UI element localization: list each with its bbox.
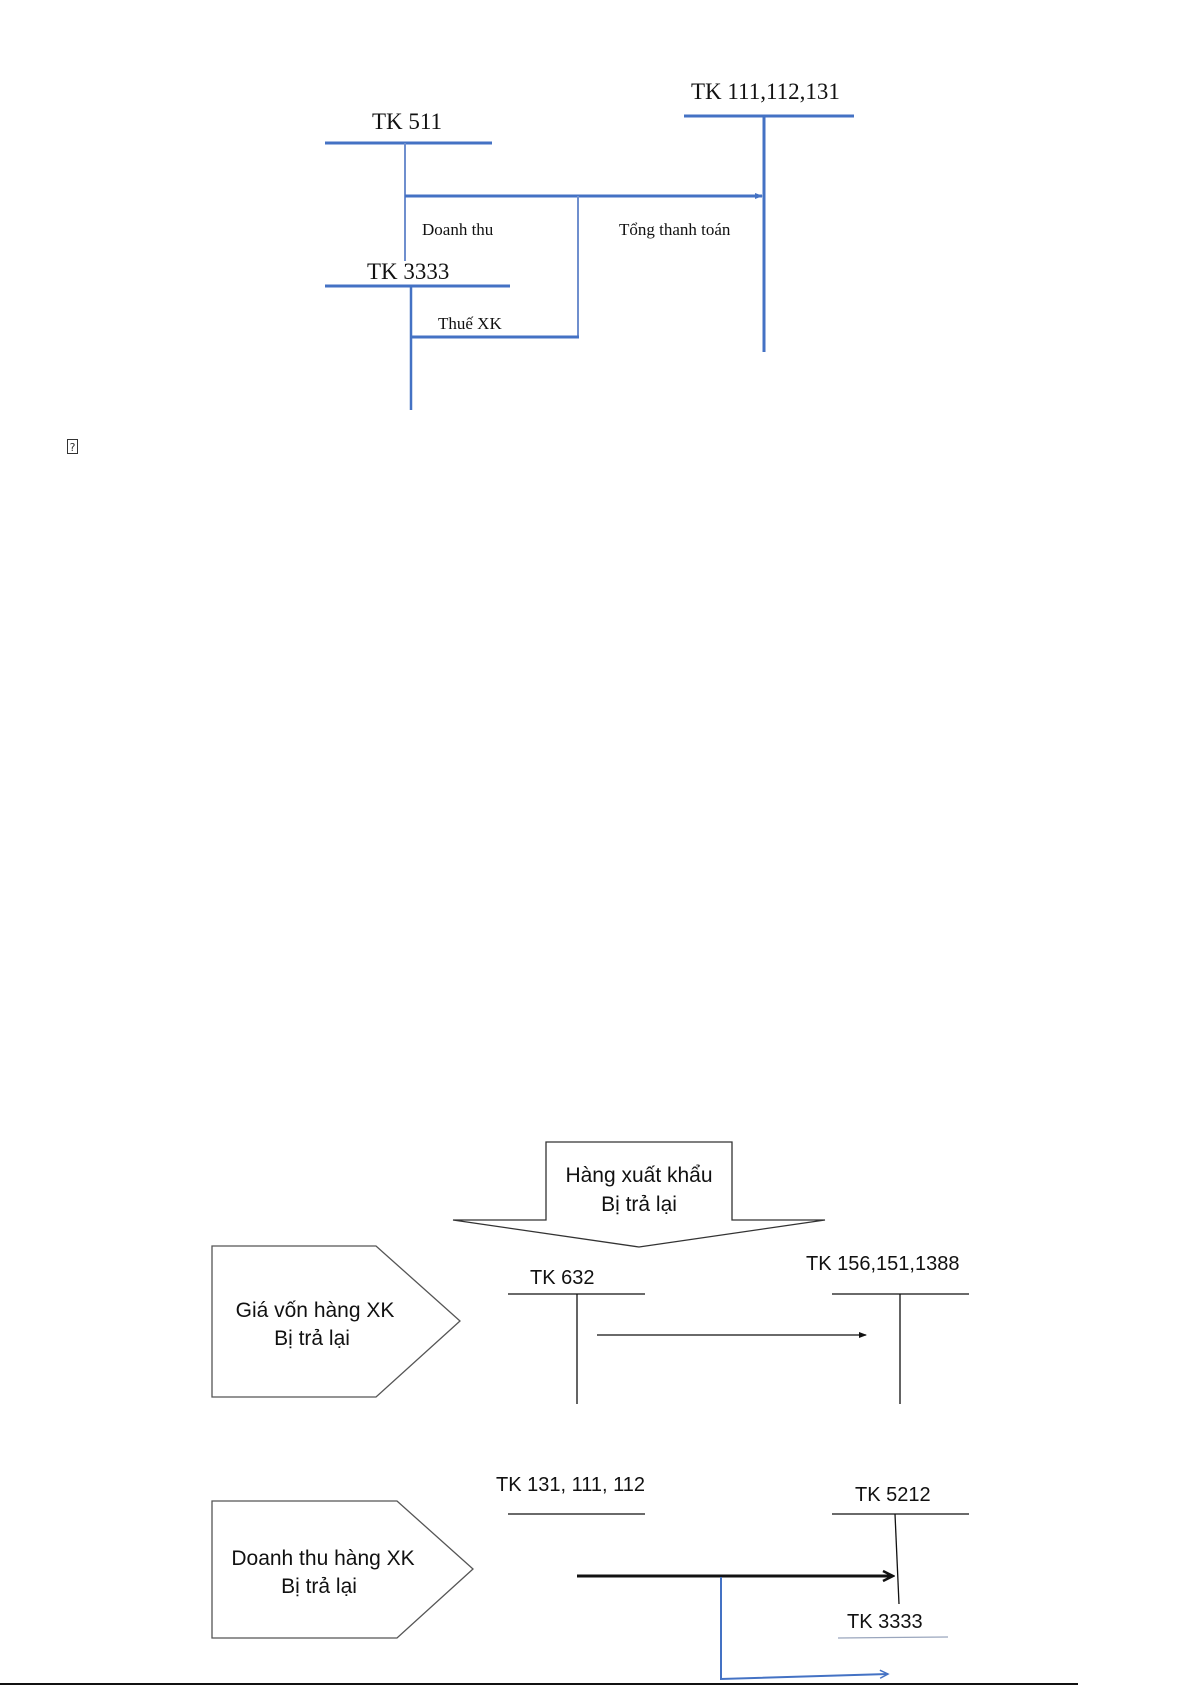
- account-label-511: TK 511: [372, 109, 442, 134]
- account-label-111: TK 111,112,131: [691, 79, 840, 104]
- t-account-156: TK 156,151,1388: [806, 1253, 969, 1404]
- cost-returned-shape: Giá vốn hàng XK Bị trả lại: [212, 1246, 460, 1397]
- account-label-3333-bottom: TK 3333: [847, 1611, 923, 1633]
- revenue-shape-line2: Bị trả lại: [281, 1575, 357, 1598]
- label-export-tax: Thuế XK: [438, 314, 502, 333]
- cost-shape-line1: Giá vốn hàng XK: [236, 1299, 395, 1322]
- missing-image-icon: ?: [67, 439, 78, 454]
- label-total-payment: Tổng thanh toán: [619, 220, 731, 239]
- account-label-5212: TK 5212: [855, 1484, 931, 1506]
- t-account-3333-bottom: TK 3333: [838, 1611, 948, 1638]
- t-account-111: TK 111,112,131: [684, 79, 854, 352]
- t-account-131: TK 131, 111, 112: [496, 1474, 645, 1514]
- revenue-returned-shape: Doanh thu hàng XK Bị trả lại: [212, 1501, 473, 1638]
- cost-shape-line2: Bị trả lại: [274, 1327, 350, 1350]
- t-account-3333: TK 3333: [325, 259, 510, 410]
- header-down-arrow: Hàng xuất khẩu Bị trả lại: [453, 1142, 825, 1247]
- t-account-3333-bottom-top: [838, 1637, 948, 1638]
- diagram-export-revenue: TK 511 TK 111,112,131 Doanh thu Tổng tha…: [325, 79, 854, 410]
- header-arrow-line2: Bị trả lại: [601, 1193, 677, 1216]
- t-account-5212: TK 5212: [832, 1484, 969, 1604]
- diagram-export-returns: Hàng xuất khẩu Bị trả lại Giá vốn hàng X…: [212, 1142, 969, 1679]
- account-label-131: TK 131, 111, 112: [496, 1474, 645, 1496]
- account-label-632: TK 632: [530, 1267, 594, 1289]
- header-arrow-line1: Hàng xuất khẩu: [565, 1164, 712, 1187]
- revenue-shape-line1: Doanh thu hàng XK: [231, 1547, 414, 1570]
- account-label-156: TK 156,151,1388: [806, 1253, 959, 1275]
- account-label-3333: TK 3333: [367, 259, 449, 284]
- t-account-5212-stem: [895, 1514, 899, 1604]
- label-revenue: Doanh thu: [422, 220, 494, 239]
